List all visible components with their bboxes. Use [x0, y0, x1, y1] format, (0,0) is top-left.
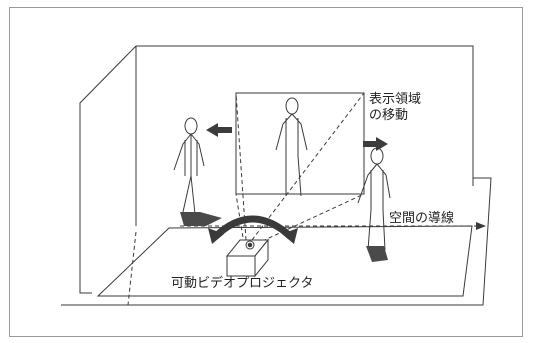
rotation-arrow: [208, 215, 298, 244]
back-wall: [136, 45, 474, 186]
person-left: [173, 117, 205, 215]
spatial-flow-label: 空間の導線: [389, 211, 455, 226]
display-area-label-line2: の移動: [369, 108, 409, 123]
person-right-shadow: [366, 246, 388, 262]
display-area-label-line1: 表示領域: [369, 92, 422, 107]
floor-inner: [96, 225, 473, 297]
floor-outer: [61, 177, 492, 306]
projector-device: [225, 238, 270, 278]
projector-label: 可動ビデオプロジェクタ: [171, 276, 314, 291]
person-center: [275, 97, 308, 197]
figure-frame: [9, 7, 523, 337]
flow-arrowhead: [476, 222, 486, 230]
flow-line-down: [127, 231, 137, 306]
move-right-arrow: [363, 137, 388, 151]
move-left-arrow: [206, 123, 232, 137]
person-right: [357, 147, 391, 251]
left-wall: [79, 45, 137, 294]
person-left-shadow: [180, 212, 222, 226]
projection-rays: [235, 92, 365, 245]
